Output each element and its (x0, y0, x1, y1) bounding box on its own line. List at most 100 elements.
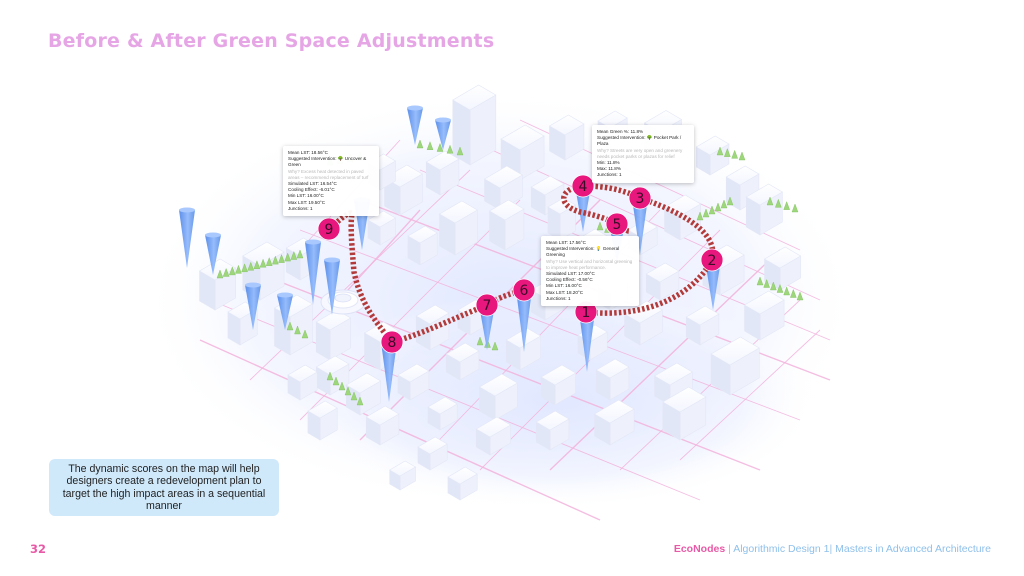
popup-left-line8: Junctions: 1 (288, 205, 313, 211)
building (475, 416, 512, 456)
route-stop-label: 6 (520, 283, 529, 299)
building (743, 290, 785, 341)
tree-row (766, 196, 799, 213)
tree-row (716, 146, 746, 161)
route-stop-label: 2 (708, 253, 717, 269)
route-stop-marker[interactable] (512, 278, 536, 302)
popup-center-line4: Simulated LST: 17.00°C (546, 271, 595, 277)
street-line (679, 329, 821, 461)
route-stop-marker[interactable] (700, 248, 724, 272)
route-stop-marker[interactable] (605, 212, 629, 236)
route-stop-8[interactable]: 8 (380, 330, 404, 354)
popup-right: Mean Green %: 11.8% Suggested Interventi… (592, 125, 694, 183)
building (447, 466, 478, 501)
heat-needle (179, 207, 195, 268)
route-stop-label: 1 (582, 305, 591, 321)
building (478, 373, 518, 421)
heat-needle (245, 282, 261, 330)
rotunda-plaza (320, 289, 366, 315)
tree-row (216, 249, 304, 279)
popup-center-line6: Min LST: 16.00°C (546, 283, 582, 289)
route-stop-label: 5 (613, 217, 622, 233)
popup-center: Mean LST: 17.56°C Suggested Intervention… (541, 236, 639, 307)
building (445, 342, 480, 381)
route-stop-9[interactable]: 9 (317, 217, 341, 241)
building (365, 405, 400, 446)
popup-center-line3: Why? Use vertical and horizontal greenin… (546, 258, 633, 270)
building (593, 399, 635, 446)
route-stop-marker[interactable] (317, 217, 341, 241)
route-stop-label: 9 (325, 222, 334, 238)
building (417, 436, 448, 471)
building (595, 358, 630, 401)
footer-separator: | (728, 543, 731, 555)
popup-left-line7: Max LST: 19.50°C (288, 199, 326, 205)
popup-center-line5: Cooling Effect: -0.56°C (546, 277, 593, 283)
tree-row (416, 139, 464, 156)
building (662, 386, 707, 441)
building (389, 460, 417, 491)
building (745, 183, 783, 236)
route-stops: 1 2 3 4 5 6 7 8 9 (317, 174, 724, 354)
route-stop-7[interactable]: 7 (475, 293, 499, 317)
popup-left: Mean LST: 18.56°C Suggested Intervention… (283, 146, 379, 217)
building (710, 336, 760, 396)
route-stop-marker[interactable] (628, 186, 652, 210)
building (488, 199, 525, 251)
building (547, 197, 577, 241)
street-line (199, 339, 601, 521)
heat-needle (305, 239, 321, 305)
footer-separator: | (829, 543, 833, 555)
street-line (549, 249, 781, 471)
popup-right-line6: Junctions: 1 (597, 172, 622, 178)
popup-right-line4: Min: 11.8% (597, 160, 620, 166)
route-stop-6[interactable]: 6 (512, 278, 536, 302)
page-number: 32 (30, 542, 47, 556)
popup-center-line8: Junctions: 1 (546, 295, 571, 301)
building (438, 200, 478, 256)
popup-left-line4: Simulated LST: 16.54°C (288, 181, 337, 187)
building (367, 210, 397, 246)
heat-needle (407, 105, 423, 145)
building (763, 246, 802, 291)
description-box: The dynamic scores on the map will help … (49, 459, 279, 516)
building (548, 114, 585, 161)
building (685, 305, 720, 346)
heat-needle (277, 292, 293, 330)
building (407, 225, 438, 266)
page-title: Before & After Green Space Adjustments (48, 30, 495, 52)
building (695, 135, 730, 176)
route-stop-3[interactable]: 3 (628, 186, 652, 210)
building (452, 84, 497, 166)
route-stop-marker[interactable] (475, 293, 499, 317)
popup-center-line1: Mean LST: 17.56°C (546, 240, 586, 245)
building (397, 363, 430, 401)
building (540, 364, 577, 406)
popup-left-line5: Cooling Effect: -6.01°C (288, 187, 335, 193)
popup-left-line1: Mean LST: 18.56°C (288, 150, 328, 155)
popup-left-line2: Suggested Intervention: 🌳 Uncover & Gree… (288, 156, 367, 168)
building (307, 400, 338, 441)
building (425, 150, 460, 196)
route-stop-label: 4 (579, 179, 588, 195)
heat-needle (324, 257, 340, 315)
route-stop-5[interactable]: 5 (605, 212, 629, 236)
popup-left-line6: Min LST: 16.00°C (288, 193, 324, 199)
route-stop-label: 8 (388, 335, 397, 351)
footer-brand: EcoNodes (673, 543, 726, 555)
building (500, 124, 545, 181)
route-stop-marker[interactable] (380, 330, 404, 354)
tree-row (326, 371, 364, 406)
building (483, 165, 523, 211)
tree-row (696, 196, 734, 221)
building (315, 309, 352, 361)
popup-center-line7: Max LST: 18.20°C (546, 289, 584, 295)
building (198, 258, 237, 311)
route-stop-2[interactable]: 2 (700, 248, 724, 272)
route-stop-marker[interactable] (571, 174, 595, 198)
heat-needle (435, 117, 451, 150)
building (535, 410, 570, 451)
popup-center-line2: Suggested Intervention: 💡 General Greeni… (546, 246, 620, 258)
footer-course: Algorithmic Design 1 (733, 543, 830, 555)
route-stop-4[interactable]: 4 (571, 174, 595, 198)
